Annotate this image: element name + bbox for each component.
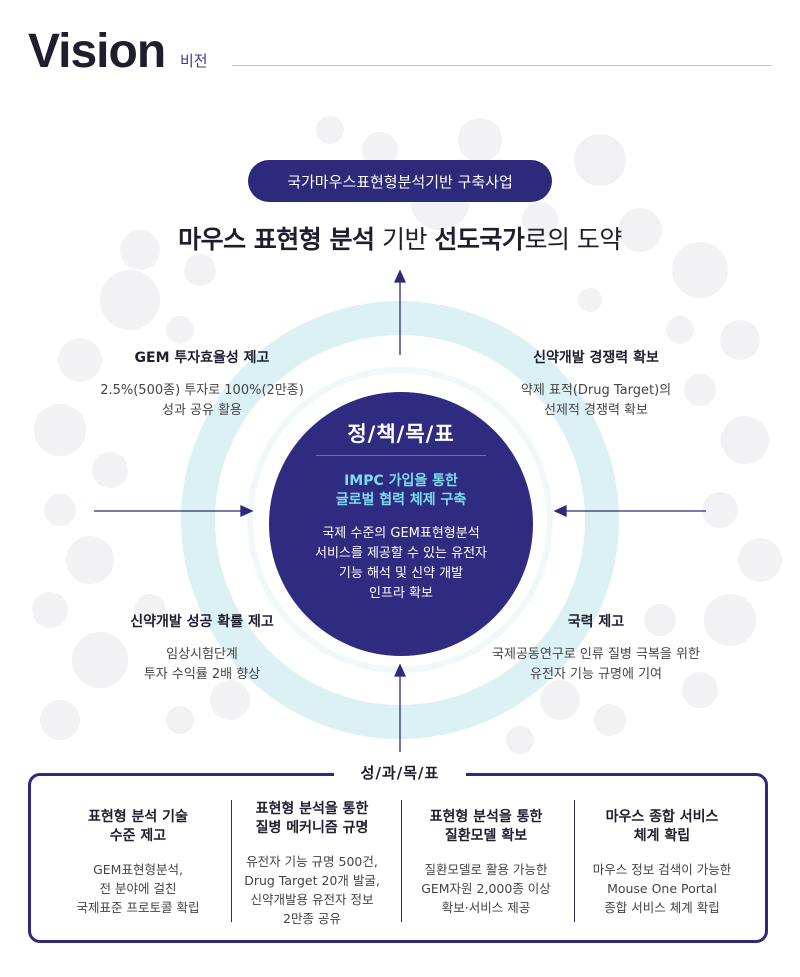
outcome-item: 표현형 분석 기술 수준 제고 GEM표현형분석, 전 분야에 걸친 국제표준 … <box>54 808 222 917</box>
body-line: 국제 수준의 GEM표현형분석 <box>322 526 480 541</box>
outcome-title-line: 표현형 분석을 통한 <box>429 809 543 825</box>
outcome-title-line: 수준 제고 <box>109 828 167 844</box>
goal-line: 성과 공유 활용 <box>161 403 243 418</box>
goal-line: 투자 수익률 2배 향상 <box>143 667 261 682</box>
outcome-body: 유전자 기능 규명 500건, Drug Target 20개 발굴, 신약개발… <box>228 852 396 928</box>
outcome-body: 마우스 정보 검색이 가능한 Mouse One Portal 종합 서비스 체… <box>578 860 746 917</box>
outcome-title-line: 마우스 종합 서비스 <box>605 809 719 825</box>
goal-title: GEM 투자효율성 제고 <box>134 350 270 366</box>
outcome-title: 표현형 분석 기술 수준 제고 <box>54 808 222 846</box>
outcome-line: 유전자 기능 규명 500건, <box>246 854 378 869</box>
column-divider <box>401 800 402 922</box>
outcome-title: 표현형 분석을 통한 질환모델 확보 <box>402 808 570 846</box>
outcome-line: 확보·서비스 제공 <box>441 900 531 915</box>
outcome-item: 표현형 분석을 통한 질환모델 확보 질환모델로 활용 가능한 GEM자원 2,… <box>402 808 570 917</box>
outcome-line: 신약개발용 유전자 정보 <box>250 892 374 907</box>
outcome-title-line: 질병 메커니즘 규명 <box>255 820 369 836</box>
goal-title: 국력 제고 <box>567 614 625 630</box>
outcome-title: 마우스 종합 서비스 체계 확립 <box>578 808 746 846</box>
outcome-title-line: 질환모델 확보 <box>444 828 528 844</box>
outcome-line: 2만종 공유 <box>283 911 341 926</box>
goal-body: 2.5%(500종) 투자로 100%(2만종) 성과 공유 활용 <box>62 381 342 421</box>
headline-bold-2: 선도국가 <box>434 225 525 254</box>
column-divider <box>231 800 232 922</box>
highlight-line: IMPC 가입을 통한 <box>344 473 458 489</box>
goal-title: 신약개발 경쟁력 확보 <box>533 350 659 366</box>
goal-line: 약제 표적(Drug Target)의 <box>520 383 672 398</box>
goal-title: 신약개발 성공 확률 제고 <box>130 614 274 630</box>
policy-goal-title: 정/책/목/표 <box>347 422 455 446</box>
goal-line: 선제적 경쟁력 확보 <box>544 403 648 418</box>
goal-gem-efficiency: GEM 투자효율성 제고 2.5%(500종) 투자로 100%(2만종) 성과… <box>62 347 342 421</box>
highlight-line: 글로벌 협력 체제 구축 <box>335 492 467 508</box>
page-title: Vision <box>28 25 166 78</box>
goal-drug-competitiveness: 신약개발 경쟁력 확보 약제 표적(Drug Target)의 선제적 경쟁력 … <box>456 347 736 421</box>
goal-drug-success-rate: 신약개발 성공 확률 제고 임상시험단계 투자 수익률 2배 향상 <box>62 611 342 685</box>
outcome-line: 국제표준 프로토콜 확립 <box>76 900 200 915</box>
headline-text-2: 로의 도약 <box>524 225 622 254</box>
goal-line: 2.5%(500종) 투자로 100%(2만종) <box>100 383 304 398</box>
goal-line: 국제공동연구로 인류 질병 극복을 위한 <box>492 647 700 662</box>
outcome-goals-label: 성/과/목/표 <box>334 760 466 786</box>
body-line: 서비스를 제공할 수 있는 유전자 <box>314 546 487 561</box>
outcome-item: 표현형 분석을 통한 질병 메커니즘 규명 유전자 기능 규명 500건, Dr… <box>228 800 396 928</box>
headline-bold-1: 마우스 표현형 분석 <box>178 225 375 254</box>
goal-line: 유전자 기능 규명에 기여 <box>530 667 662 682</box>
outcome-line: GEM표현형분석, <box>93 862 183 877</box>
policy-goal-divider <box>316 455 486 456</box>
column-divider <box>574 800 575 922</box>
project-banner: 국가마우스표현형분석기반 구축사업 <box>248 160 552 202</box>
policy-goal-body: 국제 수준의 GEM표현형분석 서비스를 제공할 수 있는 유전자 기능 해석 … <box>269 524 533 604</box>
headline-text-1: 기반 <box>374 225 435 254</box>
goal-body: 임상시험단계 투자 수익률 2배 향상 <box>62 645 342 685</box>
outcome-line: Drug Target 20개 발굴, <box>244 873 380 888</box>
outcome-item: 마우스 종합 서비스 체계 확립 마우스 정보 검색이 가능한 Mouse On… <box>578 808 746 917</box>
outcome-title: 표현형 분석을 통한 질병 메커니즘 규명 <box>228 800 396 838</box>
body-line: 인프라 확보 <box>369 586 433 601</box>
outcome-title-line: 표현형 분석을 통한 <box>255 801 369 817</box>
policy-goal-highlight: IMPC 가입을 통한 글로벌 협력 체제 구축 <box>269 472 533 510</box>
outcome-line: 마우스 정보 검색이 가능한 <box>592 862 732 877</box>
outcome-body: 질환모델로 활용 가능한 GEM자원 2,000종 이상 확보·서비스 제공 <box>402 860 570 917</box>
header-divider <box>232 65 772 66</box>
outcome-line: 종합 서비스 체계 확립 <box>604 900 720 915</box>
outcome-line: 전 분야에 걸친 <box>99 881 177 896</box>
outcome-body: GEM표현형분석, 전 분야에 걸친 국제표준 프로토콜 확립 <box>54 860 222 917</box>
outcome-line: 질환모델로 활용 가능한 <box>424 862 548 877</box>
goal-body: 약제 표적(Drug Target)의 선제적 경쟁력 확보 <box>456 381 736 421</box>
vision-headline: 마우스 표현형 분석 기반 선도국가로의 도약 <box>0 220 800 256</box>
goal-national-power: 국력 제고 국제공동연구로 인류 질병 극복을 위한 유전자 기능 규명에 기여 <box>456 611 736 685</box>
page-subtitle: 비전 <box>180 52 208 70</box>
goal-line: 임상시험단계 <box>166 647 238 662</box>
outcome-line: GEM자원 2,000종 이상 <box>421 881 551 896</box>
goal-body: 국제공동연구로 인류 질병 극복을 위한 유전자 기능 규명에 기여 <box>456 645 736 685</box>
outcome-title-line: 표현형 분석 기술 <box>88 809 188 825</box>
outcome-title-line: 체계 확립 <box>633 828 691 844</box>
body-line: 기능 해석 및 신약 개발 <box>338 566 464 581</box>
outcome-line: Mouse One Portal <box>607 881 717 896</box>
policy-goal-circle: 정/책/목/표 IMPC 가입을 통한 글로벌 협력 체제 구축 국제 수준의 … <box>269 392 533 656</box>
